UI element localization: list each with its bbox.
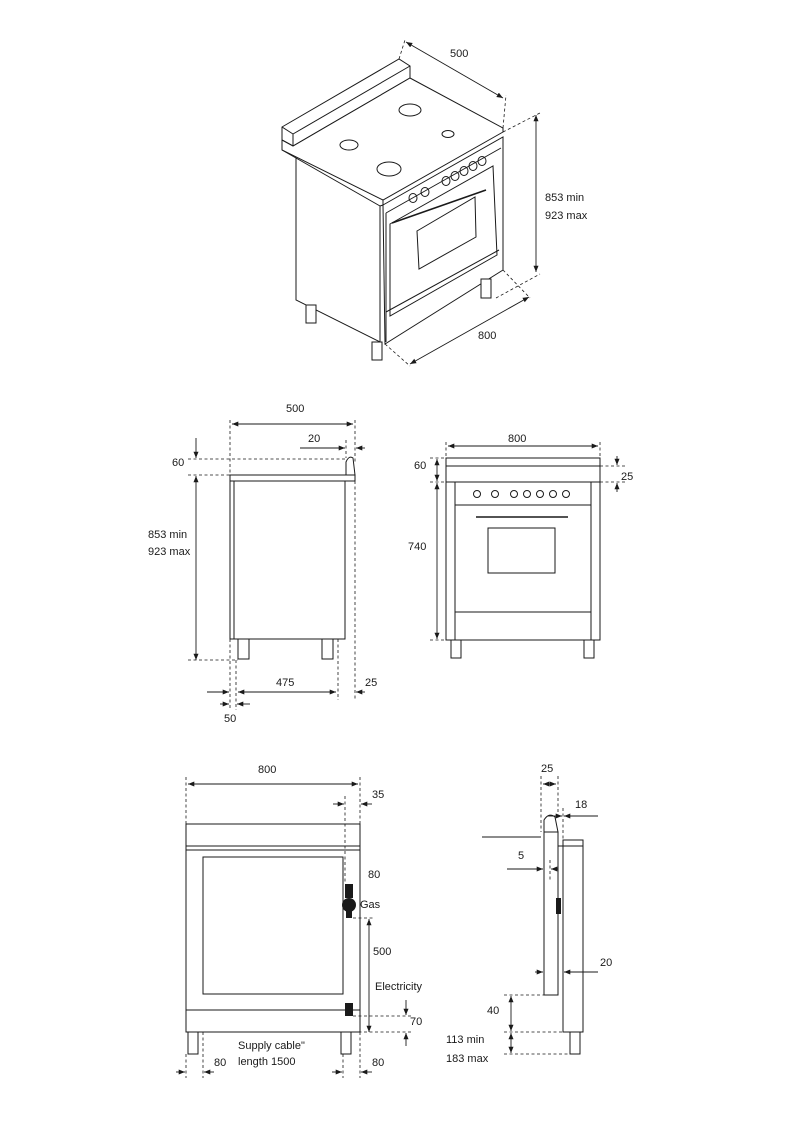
rear-top-band <box>185 823 361 847</box>
front-knob <box>562 490 570 498</box>
side-splash-height-label: 60 <box>172 457 184 469</box>
front-cooktop <box>445 465 601 483</box>
front-lid-offset-label: 25 <box>621 471 633 483</box>
profile-top-lip <box>562 839 584 847</box>
supply-cable-length-label: length 1500 <box>238 1056 296 1068</box>
gas-connector-icon <box>345 884 353 898</box>
iso-oven-window <box>416 196 477 270</box>
side-height-min-label: 853 min <box>148 529 187 541</box>
iso-oven-door <box>389 165 498 317</box>
profile-connector-icon <box>556 898 561 914</box>
rear-view: Gas Electricity 800 35 80 500 70 Supply … <box>176 764 423 1078</box>
front-width-label: 800 <box>508 433 526 445</box>
iso-burner <box>339 139 359 151</box>
profile-foot-min-label: 113 min <box>446 1034 484 1046</box>
electricity-height-label: 70 <box>410 1016 422 1028</box>
front-foot <box>450 639 462 659</box>
profile-plinth-height-label: 40 <box>487 1005 499 1017</box>
iso-cooktop <box>281 77 504 201</box>
front-top-height-label: 60 <box>414 460 426 472</box>
isometric-view: 500 853 min 923 max 800 <box>281 39 588 367</box>
rear-width-label: 800 <box>258 764 276 776</box>
rear-panel <box>202 856 344 995</box>
front-body <box>445 481 601 641</box>
side-foot <box>321 638 334 660</box>
rear-foot <box>340 1031 352 1055</box>
side-foot <box>237 638 250 660</box>
gas-label: Gas <box>360 899 381 911</box>
iso-height-max-label: 923 max <box>545 210 588 222</box>
rear-side-offset-label: 35 <box>372 789 384 801</box>
front-oven-window <box>487 527 556 574</box>
supply-cable-label: Supply cable" <box>238 1040 305 1052</box>
profile-foot <box>569 1031 581 1055</box>
gas-height-label: 80 <box>368 869 380 881</box>
profile-back-panel <box>543 831 559 996</box>
front-knob-row <box>473 490 570 498</box>
iso-burner <box>398 103 422 117</box>
front-knob <box>491 490 499 498</box>
profile-depth-offset-label: 20 <box>600 957 612 969</box>
profile-back-offset-label: 5 <box>518 850 524 862</box>
side-rear-offset-label: 25 <box>365 677 377 689</box>
profile-top-width-label: 25 <box>541 763 553 775</box>
iso-foot <box>305 304 317 324</box>
profile-view: 25 18 5 20 40 113 min 183 max <box>446 763 612 1065</box>
connection-spacing-label: 500 <box>373 946 391 958</box>
iso-burner <box>376 161 402 177</box>
gas-connector-icon <box>346 910 352 918</box>
iso-knob <box>468 161 478 171</box>
side-splashback <box>345 456 356 476</box>
iso-knob <box>408 193 418 203</box>
rear-foot <box>187 1031 199 1055</box>
front-knob <box>523 490 531 498</box>
left-foot-offset-label: 80 <box>214 1057 226 1069</box>
profile-top-offset-label: 18 <box>575 799 587 811</box>
front-body-height-label: 740 <box>408 541 426 553</box>
iso-knob <box>441 176 451 186</box>
iso-door-handle <box>391 189 487 224</box>
front-knob <box>549 490 557 498</box>
iso-foot <box>480 278 492 299</box>
iso-height-min-label: 853 min <box>545 192 584 204</box>
iso-knob <box>450 171 460 181</box>
iso-foot <box>371 341 383 361</box>
profile-splashback <box>543 814 559 833</box>
side-top-offset-label: 20 <box>308 433 320 445</box>
profile-side-body <box>562 845 584 1033</box>
iso-burner <box>441 130 455 138</box>
front-foot <box>583 639 595 659</box>
side-height-max-label: 923 max <box>148 546 191 558</box>
front-splashback <box>445 457 601 467</box>
electricity-connector-icon <box>345 1003 353 1016</box>
electricity-label: Electricity <box>375 981 423 993</box>
side-view: 500 20 60 853 min 923 max 475 25 50 <box>148 403 377 725</box>
side-depth-label: 500 <box>286 403 304 415</box>
rear-body <box>185 845 361 1033</box>
side-front-offset-label: 50 <box>224 713 236 725</box>
gas-connector-icon <box>342 898 356 912</box>
front-knob <box>473 490 481 498</box>
iso-knob <box>477 156 487 166</box>
side-inner-depth-label: 475 <box>276 677 294 689</box>
profile-foot-max-label: 183 max <box>446 1053 489 1065</box>
iso-knob <box>459 166 469 176</box>
iso-width-label: 500 <box>450 48 468 60</box>
front-knob <box>536 490 544 498</box>
side-top <box>229 474 356 482</box>
right-foot-offset-label: 80 <box>372 1057 384 1069</box>
side-body <box>229 480 346 640</box>
iso-knob <box>420 187 430 197</box>
front-view: 800 60 740 25 <box>408 433 633 659</box>
iso-depth-label: 800 <box>478 330 496 342</box>
front-knob <box>510 490 518 498</box>
